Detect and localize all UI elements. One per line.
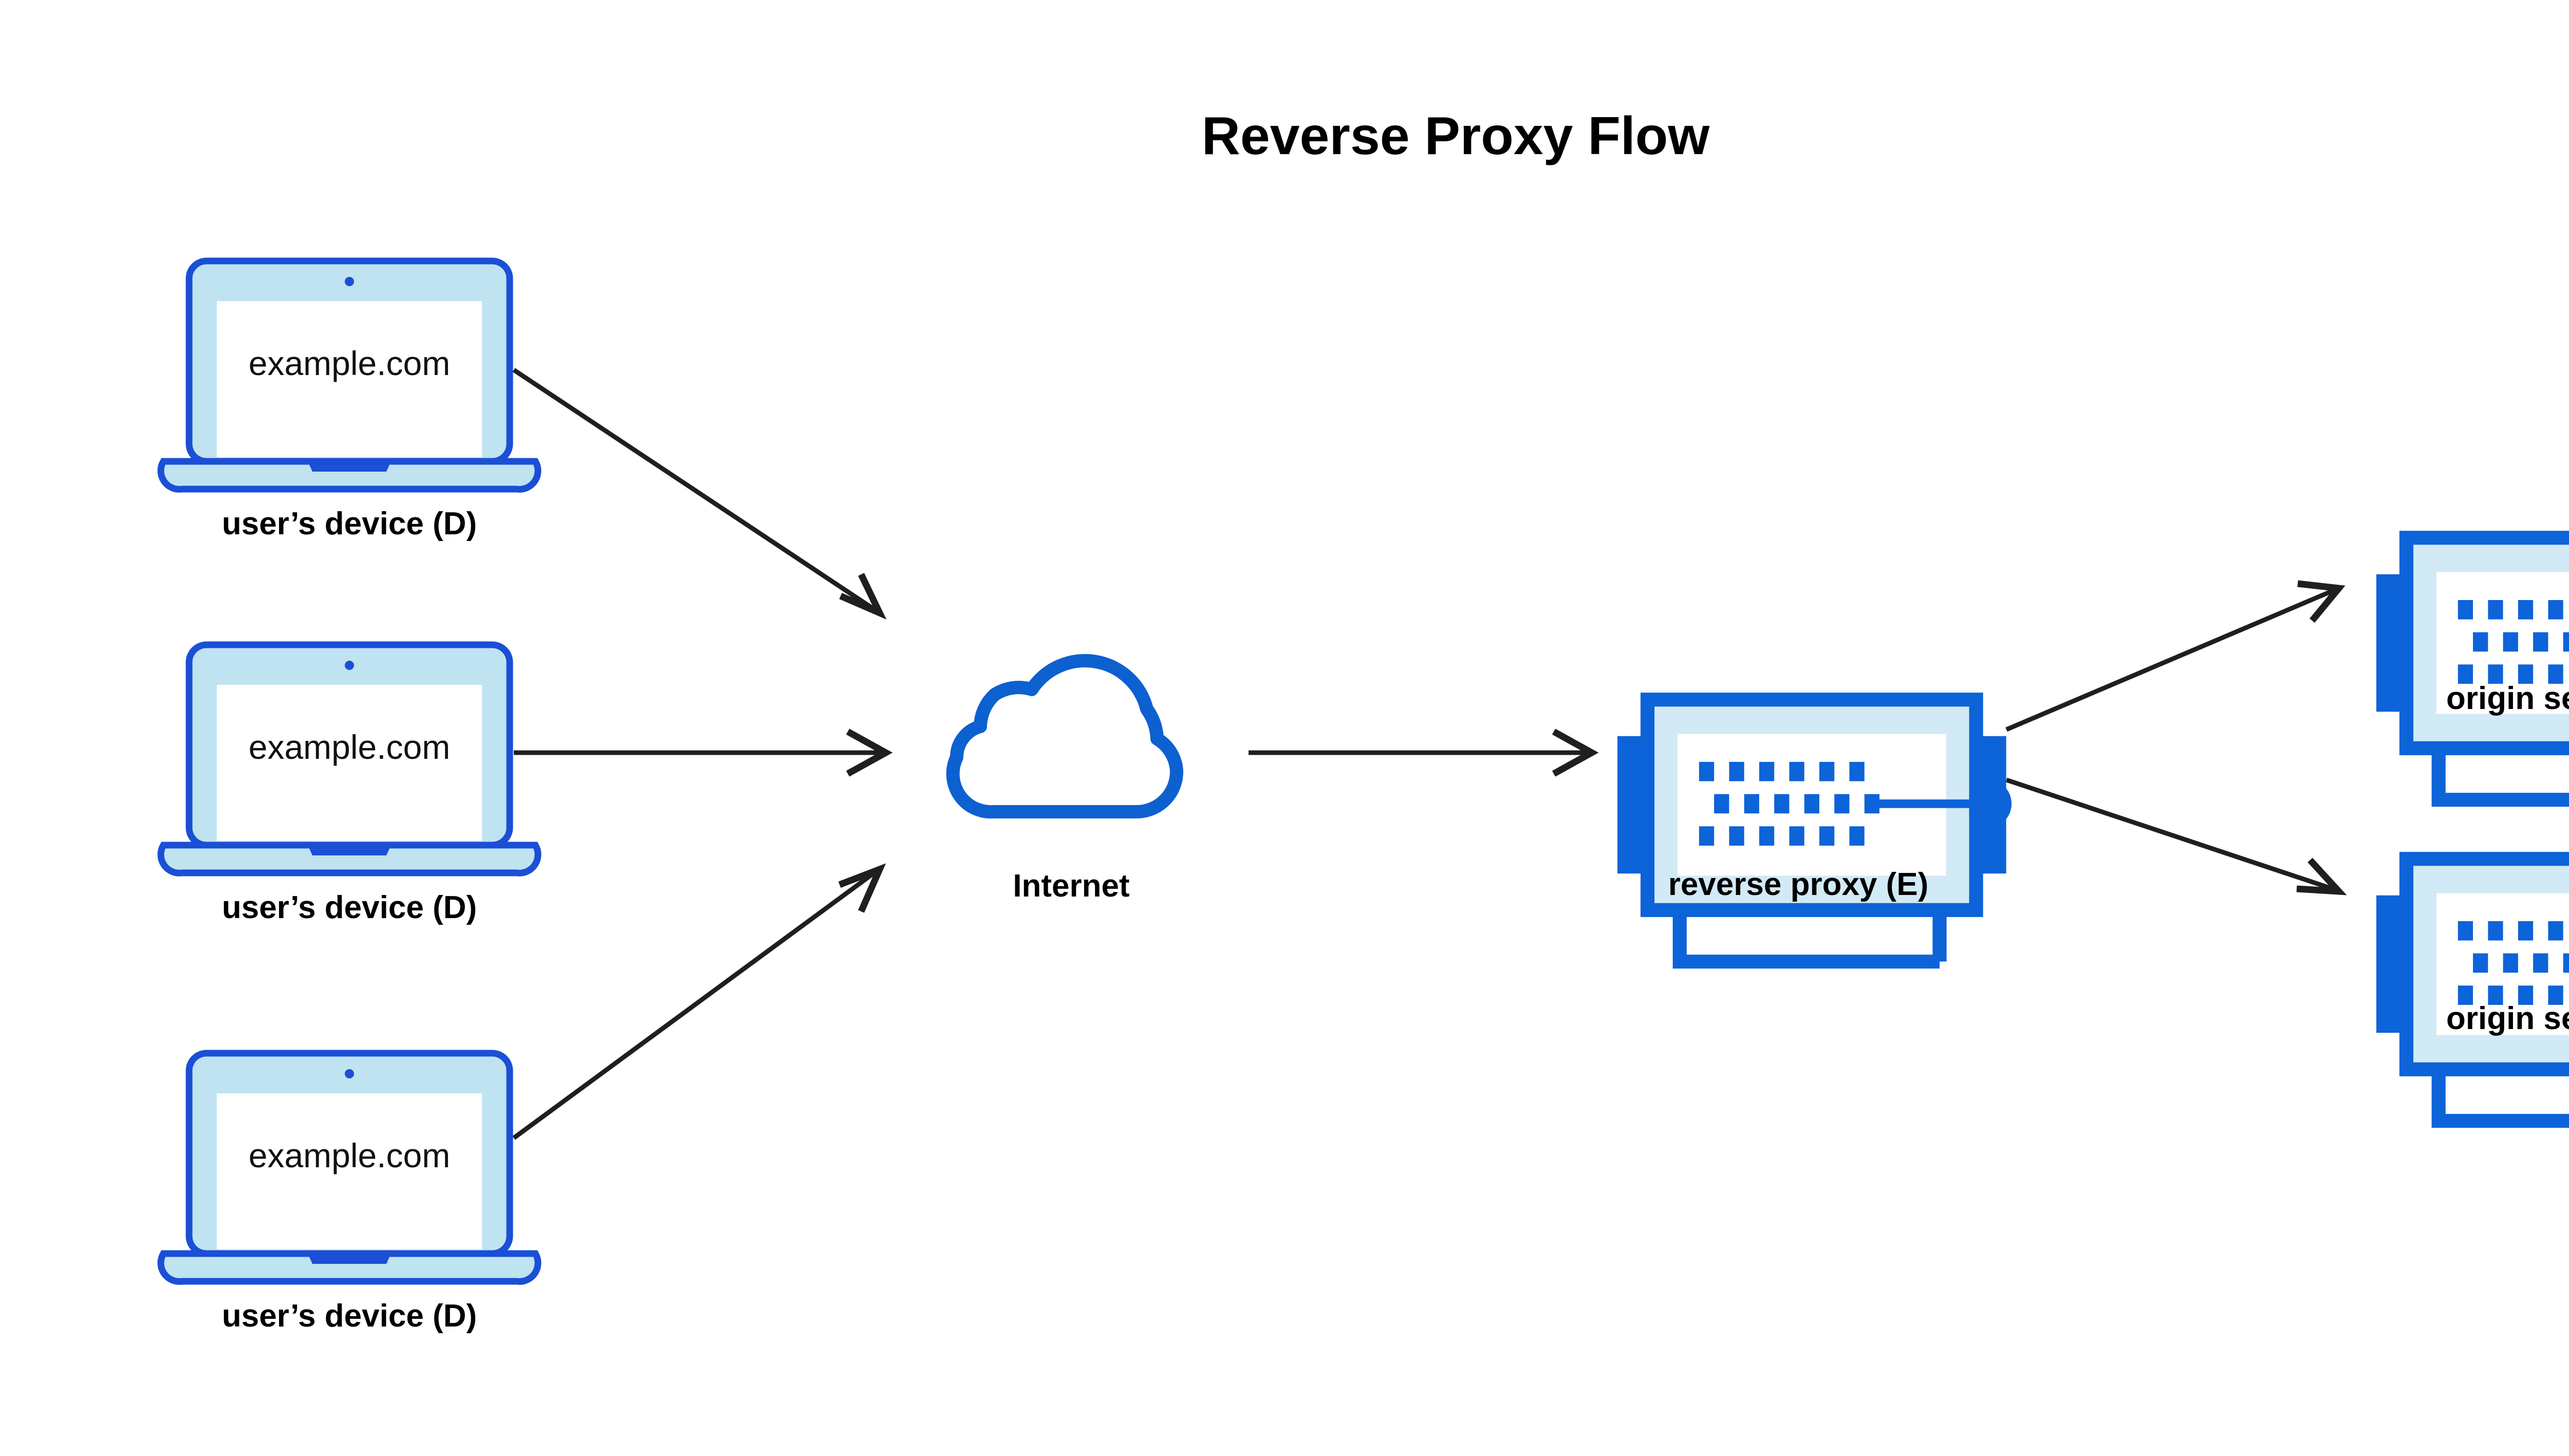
edge-internet-to-reverse-proxy bbox=[1249, 729, 1599, 777]
edge-device1-to-internet bbox=[512, 368, 887, 620]
internet-label: Internet bbox=[1013, 868, 1129, 904]
server-icon bbox=[1617, 700, 2012, 962]
device-screen-text: example.com bbox=[249, 728, 451, 766]
device-screen-text: example.com bbox=[249, 344, 451, 382]
node-device-1[interactable]: example.com user’s device (D) bbox=[161, 261, 538, 542]
cloud-icon bbox=[953, 661, 1177, 812]
edge-reverse-proxy-to-origin2 bbox=[2005, 777, 2347, 895]
edge-device3-to-internet bbox=[512, 863, 886, 1140]
device-label: user’s device (D) bbox=[222, 1298, 477, 1334]
page-title: Reverse Proxy Flow bbox=[1202, 106, 1710, 166]
node-device-3[interactable]: example.com user’s device (D) bbox=[161, 1053, 538, 1334]
reverse-proxy-label: reverse proxy (E) bbox=[1668, 867, 1929, 902]
node-device-2[interactable]: example.com user’s device (D) bbox=[161, 645, 538, 925]
device-screen-text: example.com bbox=[249, 1136, 451, 1174]
device-label: user’s device (D) bbox=[222, 506, 477, 542]
node-reverse-proxy[interactable]: reverse proxy (E) bbox=[1617, 700, 2012, 962]
device-label: user’s device (D) bbox=[222, 890, 477, 925]
server-icon bbox=[2376, 859, 2569, 1121]
origin-server-label: origin server (F) bbox=[2446, 681, 2569, 716]
node-origin-2[interactable]: origin server (F) bbox=[2376, 859, 2569, 1121]
node-internet[interactable]: Internet bbox=[953, 661, 1177, 904]
edge-reverse-proxy-to-origin1 bbox=[2005, 580, 2345, 732]
server-icon bbox=[2376, 538, 2569, 800]
node-origin-1[interactable]: origin server (F) bbox=[2376, 538, 2569, 800]
origin-server-label: origin server (F) bbox=[2446, 1001, 2569, 1036]
edge-device2-to-internet bbox=[514, 729, 893, 777]
